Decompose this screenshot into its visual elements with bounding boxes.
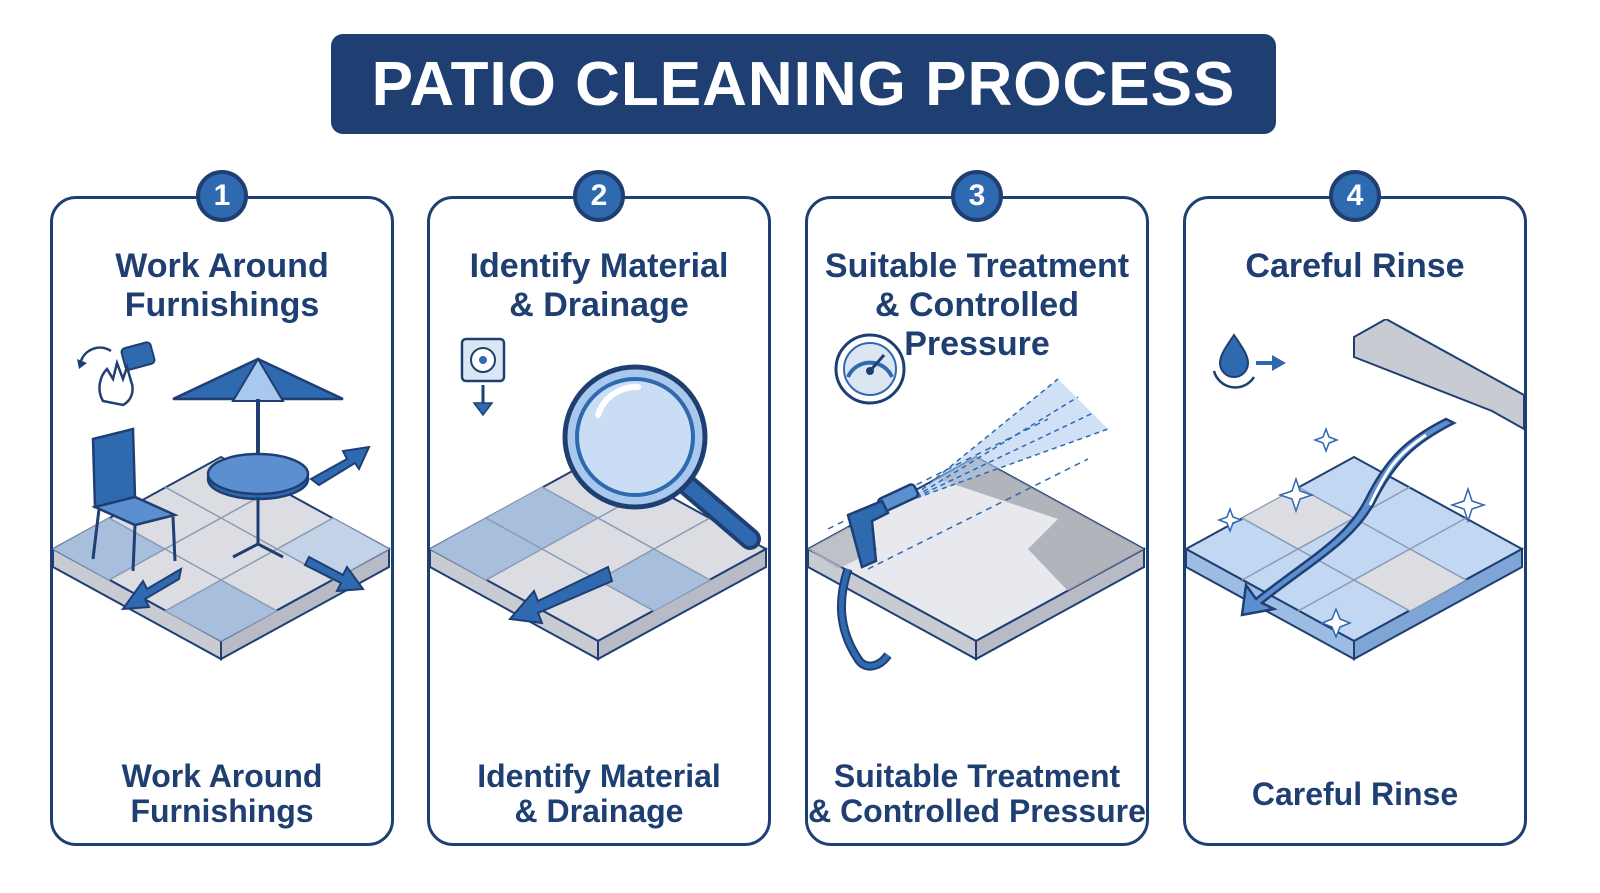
step-card-2: Identify Material & Drainage [427,196,771,846]
title-banner: PATIO CLEANING PROCESS [331,34,1276,134]
step-card-4: Careful Rinse [1183,196,1527,846]
step-number-badge: 4 [1329,170,1381,222]
step-1-illustration [53,341,391,661]
hand-move-icon [77,341,156,407]
arrow-icon [508,565,614,625]
page-title: PATIO CLEANING PROCESS [371,49,1236,119]
step-caption: Suitable Treatment & Controlled Pressure [808,758,1146,829]
step-4-illustration [1186,319,1524,661]
table-icon [206,452,310,559]
step-card-3: Suitable Treatment & Controlled Pressure [805,196,1149,846]
step-card-1: Work Around Furnishings [50,196,394,846]
step-caption: Careful Rinse [1251,776,1459,812]
step-number-badge: 3 [951,170,1003,222]
water-stream-icon [1240,417,1457,617]
sparkle-icon [1216,426,1487,640]
step-caption: Identify Material & Drainage [477,758,721,829]
step-title: Work Around Furnishings [115,247,329,324]
step-title: Identify Material & Drainage [469,247,729,324]
patio-tiles-icon [430,455,768,661]
step-caption: Work Around Furnishings [121,758,323,829]
step-number-badge: 2 [573,170,625,222]
step-title: Careful Rinse [1245,247,1465,285]
spray-icon [827,378,1109,570]
magnifying-glass-icon [562,364,761,550]
step-title: Suitable Treatment & Controlled Pressure [824,247,1130,363]
spray-gun-icon [836,483,920,671]
curb-icon [1353,319,1524,431]
water-drop-icon [1212,333,1286,389]
step-3-illustration [808,333,1146,671]
arrow-icon [120,445,371,611]
pressure-gauge-icon [834,333,906,405]
step-2-illustration [430,337,768,661]
chair-icon [91,427,179,572]
umbrella-icon [172,357,344,469]
drain-icon [460,337,506,417]
patio-tiles-icon [1186,455,1524,661]
step-number-badge: 1 [196,170,248,222]
